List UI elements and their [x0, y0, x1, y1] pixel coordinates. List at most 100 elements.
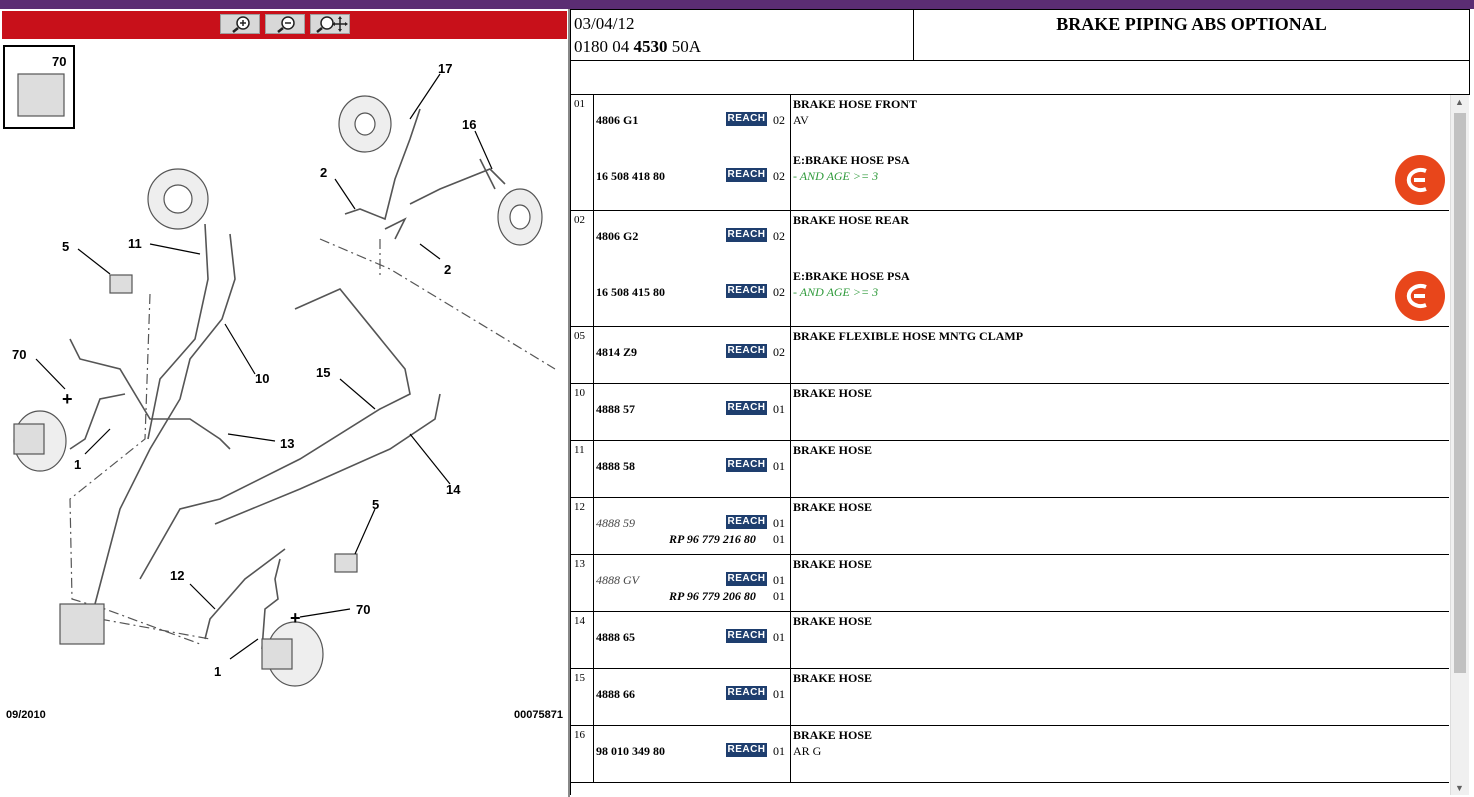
part-number[interactable]: 16 508 418 80 — [596, 169, 665, 183]
quantity: 01 — [773, 532, 785, 546]
part-subtext: AR G — [793, 744, 822, 758]
ref-number: 13 — [574, 558, 585, 570]
quantity: 01 — [773, 516, 785, 530]
ref-number: 05 — [574, 330, 585, 342]
part-number[interactable]: 4888 65 — [596, 630, 635, 644]
callout-label: 2 — [320, 165, 327, 180]
ref-cell: 10 — [571, 384, 594, 440]
quantity: 02 — [773, 169, 785, 183]
part-number[interactable]: 4888 66 — [596, 687, 635, 701]
ref-cell: 16 — [571, 726, 594, 782]
callout-label: 10 — [255, 371, 269, 386]
header-date: 03/04/12 — [574, 14, 635, 33]
callout-label: 70 — [356, 602, 370, 617]
reach-badge[interactable]: REACH — [726, 168, 767, 182]
part-number[interactable]: 4806 G2 — [596, 229, 639, 243]
reach-badge[interactable]: REACH — [726, 515, 767, 529]
zoom-in-button[interactable] — [220, 14, 260, 34]
diagram-panel: 70 17 16 2 2 11 5 10 70 1 13 15 14 5 12 … — [0, 9, 569, 797]
ref-number: 12 — [574, 501, 585, 513]
scrollbar-thumb[interactable] — [1454, 113, 1466, 673]
callout-label: 13 — [280, 436, 294, 451]
zoom-in-icon — [232, 16, 250, 33]
diagram-id: 00075871 — [514, 709, 563, 721]
part-number[interactable]: 16 508 415 80 — [596, 285, 665, 299]
replacement-part-number[interactable]: RP 96 779 206 80 — [669, 589, 756, 603]
scroll-up-arrow-icon[interactable]: ▲ — [1455, 97, 1464, 107]
page-title: BRAKE PIPING ABS OPTIONAL — [1056, 14, 1327, 34]
ref-number: 10 — [574, 387, 585, 399]
part-description: BRAKE HOSE — [793, 614, 873, 628]
reach-badge[interactable]: REACH — [726, 629, 767, 643]
zoom-pan-button[interactable] — [310, 14, 350, 34]
parts-panel: 03/04/12 0180 04 4530 50A BRAKE PIPING A… — [570, 9, 1474, 797]
quantity: 01 — [773, 744, 785, 758]
part-number[interactable]: 4814 Z9 — [596, 345, 638, 359]
eurorepar-logo-icon[interactable] — [1395, 271, 1445, 321]
condition-text: - AND AGE >= 3 — [793, 285, 879, 299]
part-number[interactable]: 4888 57 — [596, 402, 635, 416]
replacement-part-number[interactable]: RP 96 779 216 80 — [669, 532, 756, 546]
quantity: 02 — [773, 229, 785, 243]
part-number[interactable]: 98 010 349 80 — [596, 744, 665, 758]
quantity: 02 — [773, 345, 785, 359]
brake-piping-diagram: 70 17 16 2 2 11 5 10 70 1 13 15 14 5 12 … — [3, 45, 556, 687]
header-blank-row — [570, 61, 1470, 95]
reach-badge[interactable]: REACH — [726, 344, 767, 358]
qty-cell — [769, 498, 791, 554]
vertical-scrollbar[interactable]: ▲ ▼ — [1450, 95, 1469, 795]
reach-badge[interactable]: REACH — [726, 284, 767, 298]
part-number[interactable]: 4888 GV — [596, 573, 639, 587]
parts-header: 03/04/12 0180 04 4530 50A BRAKE PIPING A… — [570, 9, 1470, 61]
callout-label: 70 — [12, 347, 26, 362]
reach-badge[interactable]: REACH — [726, 228, 767, 242]
reach-badge[interactable]: REACH — [726, 743, 767, 757]
part-number[interactable]: 4806 G1 — [596, 113, 639, 127]
ref-cell: 13 — [571, 555, 594, 611]
ref-cell: 01 — [571, 95, 594, 210]
part-number[interactable]: 4888 59 — [596, 516, 635, 530]
part-description: E:BRAKE HOSE PSA — [793, 153, 910, 167]
ref-cell: 14 — [571, 612, 594, 668]
ref-number: 14 — [574, 615, 585, 627]
quantity: 01 — [773, 687, 785, 701]
scroll-down-arrow-icon[interactable]: ▼ — [1455, 783, 1464, 793]
ref-cell: 11 — [571, 441, 594, 497]
part-description: E:BRAKE HOSE PSA — [793, 269, 910, 283]
reach-badge[interactable]: REACH — [726, 112, 767, 126]
callout-label: 11 — [128, 236, 142, 251]
reach-badge[interactable]: REACH — [726, 401, 767, 415]
ref-cell: 05 — [571, 327, 594, 383]
zoom-out-button[interactable] — [265, 14, 305, 34]
reach-badge[interactable]: REACH — [726, 572, 767, 586]
zoom-toolbar — [2, 11, 567, 39]
zoom-pan-icon — [316, 16, 348, 33]
part-number[interactable]: 4888 58 — [596, 459, 635, 473]
reach-badge[interactable]: REACH — [726, 458, 767, 472]
qty-cell — [769, 555, 791, 611]
reach-badge[interactable]: REACH — [726, 686, 767, 700]
ref-cell: 02 — [571, 211, 594, 326]
qty-cell — [769, 327, 791, 383]
eurorepar-logo-icon[interactable] — [1395, 155, 1445, 205]
header-code: 0180 04 4530 50A — [574, 37, 702, 56]
quantity: 01 — [773, 459, 785, 473]
qty-cell — [769, 211, 791, 326]
qty-cell — [769, 441, 791, 497]
header-info: 03/04/12 0180 04 4530 50A — [571, 10, 914, 60]
panel-divider[interactable] — [568, 9, 570, 797]
ref-number: 01 — [574, 98, 585, 110]
callout-label: 15 — [316, 365, 330, 380]
ref-cell: 12 — [571, 498, 594, 554]
callout-label: 17 — [438, 61, 452, 76]
